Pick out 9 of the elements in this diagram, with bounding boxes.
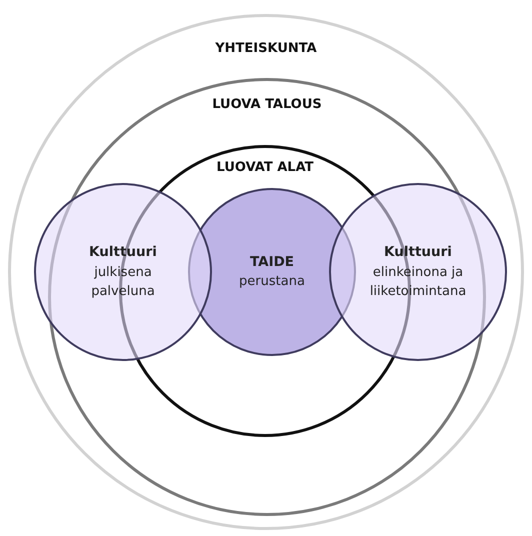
circle-label: LUOVA TALOUS (212, 97, 322, 112)
circle-text: perustana (239, 273, 305, 292)
circle-label: YHTEISKUNTA (215, 41, 317, 56)
circle-heading: Kulttuuri (384, 243, 452, 262)
circle-text: julkisena palveluna (90, 264, 156, 302)
circle-label: LUOVAT ALAT (216, 160, 314, 175)
circle-text: elinkeinona ja liiketoimintana (368, 264, 468, 302)
circle-heading: Kulttuuri (89, 243, 157, 262)
circle-heading: TAIDE (250, 253, 294, 272)
